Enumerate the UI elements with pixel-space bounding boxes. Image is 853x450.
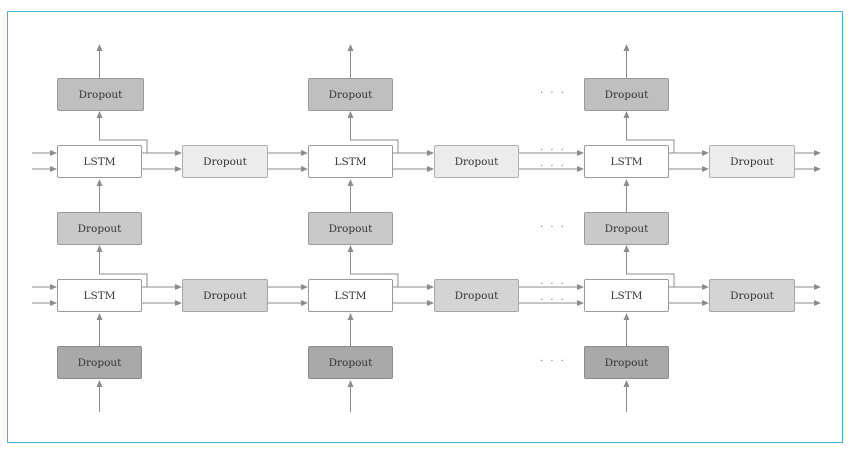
dropout-label: Dropout bbox=[730, 289, 774, 302]
lstm-label: LSTM bbox=[610, 289, 643, 302]
dropout-label: Dropout bbox=[328, 88, 373, 101]
dropout-between-layers-col2: Dropout bbox=[308, 212, 393, 245]
dropout-hidden-layer2-col1: Dropout bbox=[182, 145, 268, 178]
dropout-hidden-layer2-col2: Dropout bbox=[434, 145, 519, 178]
ellipsis-row-layer1-lower: · · · bbox=[540, 295, 566, 306]
ellipsis-row-input: · · · bbox=[540, 356, 566, 367]
dropout-label: Dropout bbox=[604, 356, 649, 369]
lstm-layer2-col1: LSTM bbox=[57, 145, 142, 178]
ellipsis-row-layer1-upper: · · · bbox=[540, 279, 566, 290]
dropout-label: Dropout bbox=[604, 88, 649, 101]
ellipsis-row-layer2-upper: · · · bbox=[540, 145, 566, 156]
dropout-input-col1: Dropout bbox=[57, 346, 142, 379]
lstm-layer2-col3: LSTM bbox=[584, 145, 669, 178]
dropout-label: Dropout bbox=[328, 356, 373, 369]
diagram-frame bbox=[7, 11, 843, 443]
dropout-input-col3: Dropout bbox=[584, 346, 669, 379]
dropout-output-col3: Dropout bbox=[584, 78, 669, 111]
dropout-between-layers-col1: Dropout bbox=[57, 212, 142, 245]
ellipsis-row-output: · · · bbox=[540, 88, 566, 99]
lstm-layer2-col2: LSTM bbox=[308, 145, 393, 178]
lstm-label: LSTM bbox=[610, 155, 643, 168]
dropout-label: Dropout bbox=[77, 356, 122, 369]
dropout-between-layers-col3: Dropout bbox=[584, 212, 669, 245]
dropout-input-col2: Dropout bbox=[308, 346, 393, 379]
lstm-layer1-col3: LSTM bbox=[584, 279, 669, 312]
lstm-layer1-col2: LSTM bbox=[308, 279, 393, 312]
dropout-hidden-layer1-col2: Dropout bbox=[434, 279, 519, 312]
lstm-label: LSTM bbox=[83, 289, 116, 302]
dropout-label: Dropout bbox=[604, 222, 649, 235]
lstm-label: LSTM bbox=[83, 155, 116, 168]
dropout-hidden-layer1-col3: Dropout bbox=[709, 279, 795, 312]
dropout-label: Dropout bbox=[454, 289, 499, 302]
dropout-label: Dropout bbox=[78, 88, 123, 101]
ellipsis-row-layer2-lower: · · · bbox=[540, 161, 566, 172]
dropout-label: Dropout bbox=[328, 222, 373, 235]
dropout-output-col2: Dropout bbox=[308, 78, 393, 111]
ellipsis-row-middle: · · · bbox=[540, 222, 566, 233]
dropout-output-col1: Dropout bbox=[57, 78, 144, 111]
dropout-hidden-layer2-col3: Dropout bbox=[709, 145, 795, 178]
lstm-layer1-col1: LSTM bbox=[57, 279, 142, 312]
lstm-label: LSTM bbox=[334, 289, 367, 302]
dropout-label: Dropout bbox=[203, 289, 247, 302]
dropout-label: Dropout bbox=[730, 155, 774, 168]
dropout-hidden-layer1-col1: Dropout bbox=[182, 279, 268, 312]
dropout-label: Dropout bbox=[203, 155, 247, 168]
dropout-label: Dropout bbox=[454, 155, 499, 168]
lstm-label: LSTM bbox=[334, 155, 367, 168]
dropout-label: Dropout bbox=[77, 222, 122, 235]
